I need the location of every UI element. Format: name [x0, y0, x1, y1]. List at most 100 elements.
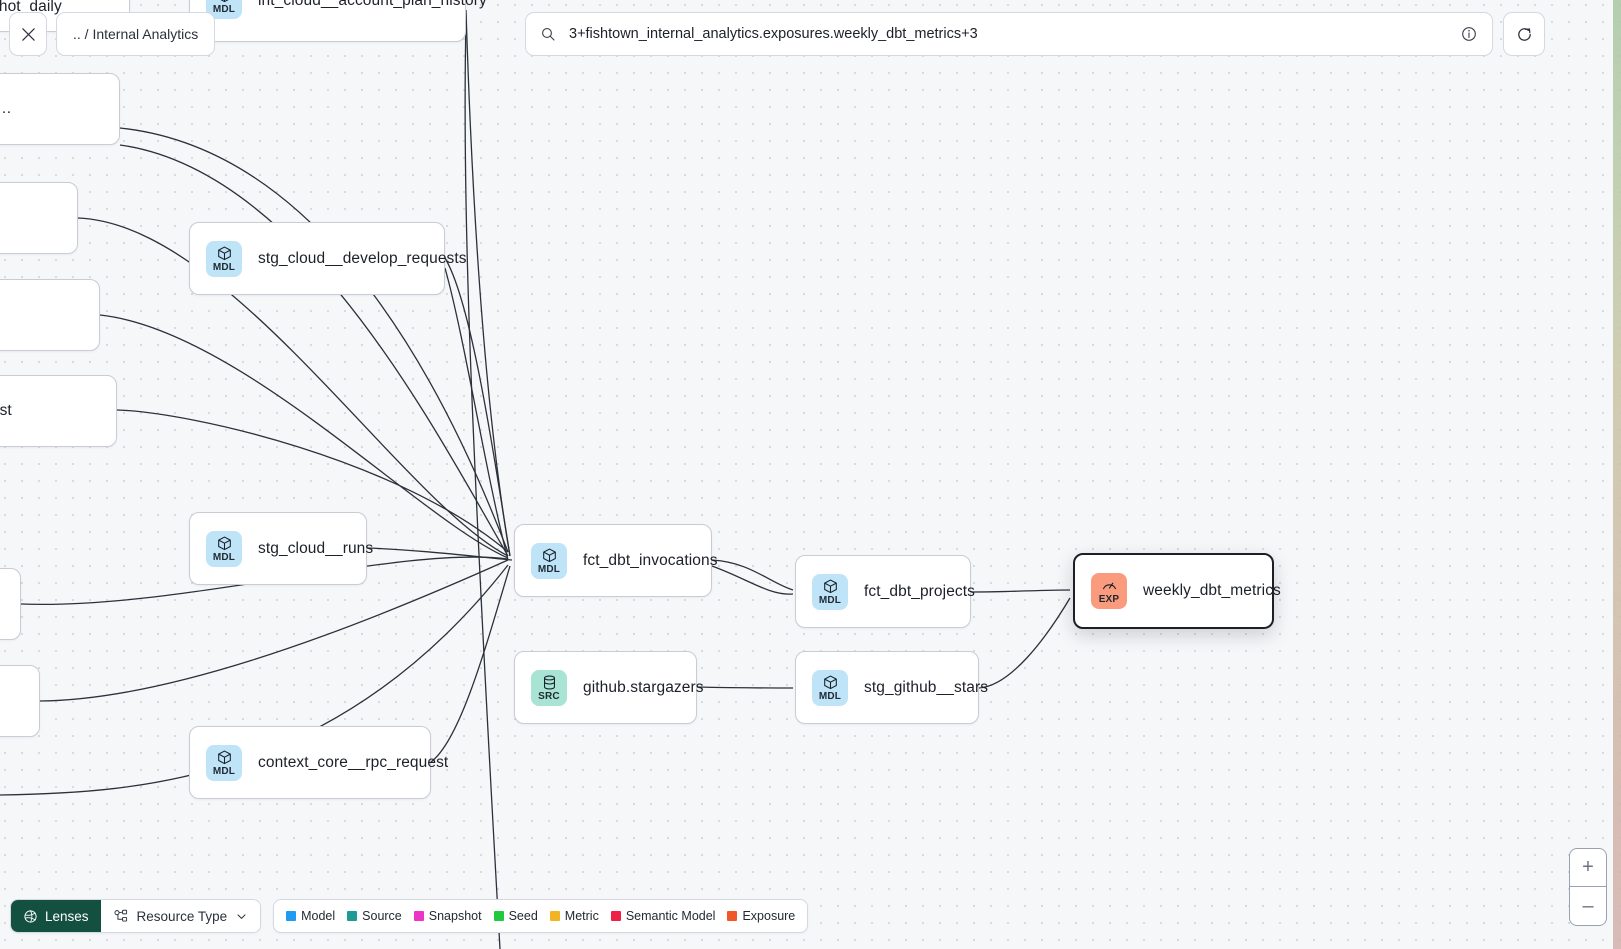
- legend-label: Model: [301, 909, 336, 923]
- legend-swatch: [493, 911, 504, 921]
- node-type-badge-label: SRC: [538, 690, 560, 702]
- lineage-edge: [464, 19, 501, 949]
- info-icon[interactable]: [1460, 25, 1478, 43]
- legend-label: Metric: [564, 909, 599, 923]
- close-icon: [21, 27, 35, 41]
- node-type-badge-label: EXP: [1098, 594, 1120, 605]
- cube-icon: [219, 0, 229, 3]
- database-icon: [543, 675, 555, 689]
- lineage-edge: [711, 565, 794, 595]
- breadcrumb[interactable]: .. / Internal Analytics: [56, 12, 216, 56]
- legend-swatch: [727, 911, 738, 921]
- legend-label: Semantic Model: [625, 909, 716, 923]
- node-type-badge-mdl: MDL: [206, 240, 242, 277]
- node-type-badge-mdl: MDL: [531, 542, 567, 579]
- legend-item[interactable]: Seed: [493, 909, 538, 923]
- lenses-button[interactable]: Lenses: [11, 900, 101, 932]
- legend-label: Snapshot: [428, 909, 482, 923]
- node-type-badge-label: MDL: [212, 551, 236, 563]
- lineage-edge: [465, 9, 511, 557]
- search-input[interactable]: [567, 25, 1460, 43]
- graph-node[interactable]: SRC github.stargazers: [514, 651, 704, 724]
- legend-item[interactable]: Model: [286, 909, 335, 923]
- hierarchy-icon: [114, 909, 127, 922]
- zoom-in-button[interactable]: +: [1570, 849, 1606, 887]
- graph-node[interactable]: _run: [0, 665, 40, 737]
- node-label: context_core__rpc_request: [258, 753, 449, 771]
- bottom-toolbar: Lenses Resource Type Model Source Snapshot…: [10, 899, 809, 933]
- node-type-badge-label: MDL: [818, 690, 842, 702]
- resource-type-legend: Model Source Snapshot Seed Metric Semantic Mo…: [273, 899, 809, 933]
- cube-icon: [823, 675, 837, 689]
- graph-node[interactable]: multicell_migrat…: [0, 73, 120, 145]
- legend-item[interactable]: Snapshot: [413, 909, 482, 923]
- lineage-edge: [444, 267, 509, 561]
- lenses-label: Lenses: [45, 908, 89, 924]
- lineage-edge: [430, 565, 511, 763]
- breadcrumb-label: .. / Internal Analytics: [73, 26, 199, 42]
- node-label: stg_cloud__runs: [258, 539, 374, 557]
- lineage-edge: [366, 547, 513, 561]
- right-edge-strip: [1613, 0, 1621, 949]
- search-bar[interactable]: [525, 12, 1493, 56]
- legend-item[interactable]: Semantic Model: [610, 909, 716, 923]
- cube-icon: [823, 579, 837, 593]
- zoom-out-button[interactable]: –: [1582, 894, 1594, 917]
- resource-type-label: Resource Type: [136, 908, 228, 924]
- legend-label: Source: [362, 909, 402, 923]
- search-icon: [542, 28, 555, 41]
- legend-item[interactable]: Exposure: [727, 909, 795, 923]
- legend-swatch: [549, 911, 560, 921]
- graph-node[interactable]: op_request: [0, 182, 78, 254]
- resource-type-dropdown[interactable]: Resource Type: [100, 900, 261, 932]
- cube-icon: [217, 246, 231, 260]
- lineage-edge: [711, 559, 794, 591]
- node-label: github.stargazers: [583, 678, 704, 696]
- graph-node[interactable]: MDL stg_cloud__runs: [189, 512, 373, 585]
- node-type-badge-mdl: MDL: [206, 530, 242, 567]
- node-type-badge-label: MDL: [537, 563, 561, 575]
- lineage-edge: [696, 686, 794, 689]
- legend-swatch: [413, 911, 424, 921]
- lineage-edge: [444, 257, 511, 557]
- graph-node[interactable]: EXP weekly_dbt_metrics: [1073, 553, 1281, 629]
- legend-label: Seed: [508, 909, 538, 923]
- lens-group: Lenses Resource Type: [10, 899, 262, 933]
- node-label: weekly_dbt_metrics: [1143, 582, 1281, 599]
- refresh-button[interactable]: [1503, 12, 1545, 56]
- cube-icon: [217, 750, 231, 764]
- node-type-badge-label: MDL: [818, 594, 842, 606]
- node-type-badge-src: SRC: [531, 669, 567, 706]
- graph-node[interactable]: velop_request: [0, 279, 100, 351]
- node-type-badge-mdl: MDL: [812, 573, 848, 610]
- graph-node[interactable]: n: [0, 568, 21, 640]
- graph-node[interactable]: MDL stg_cloud__develop_requests: [189, 222, 467, 295]
- lineage-edge: [978, 597, 1071, 689]
- refresh-icon: [1517, 27, 1531, 41]
- graph-node[interactable]: MDL stg_github__stars: [795, 651, 988, 724]
- graph-node[interactable]: MDL context_core__rpc_request: [189, 726, 448, 799]
- legend-swatch: [610, 911, 621, 921]
- legend-item[interactable]: Source: [347, 909, 402, 923]
- node-type-badge-label: MDL: [212, 4, 236, 15]
- close-button[interactable]: [9, 12, 47, 56]
- node-type-badge-label: MDL: [212, 261, 236, 273]
- lineage-edge: [119, 144, 509, 557]
- lens-aperture-icon: [24, 909, 37, 923]
- legend-item[interactable]: Metric: [549, 909, 599, 923]
- gauge-icon: [1102, 582, 1116, 590]
- zoom-controls: + –: [1569, 848, 1607, 926]
- legend-swatch: [347, 911, 358, 921]
- node-label: stg_cloud__develop_requests: [258, 249, 467, 267]
- node-label: _develop_request: [0, 402, 12, 419]
- node-label: stg_github__stars: [864, 678, 989, 696]
- node-type-badge-mdl: MDL: [812, 669, 848, 706]
- node-type-badge-label: MDL: [212, 765, 236, 777]
- chevron-down-icon: [237, 913, 246, 919]
- cube-icon: [217, 536, 231, 550]
- graph-node[interactable]: _develop_request: [0, 375, 117, 447]
